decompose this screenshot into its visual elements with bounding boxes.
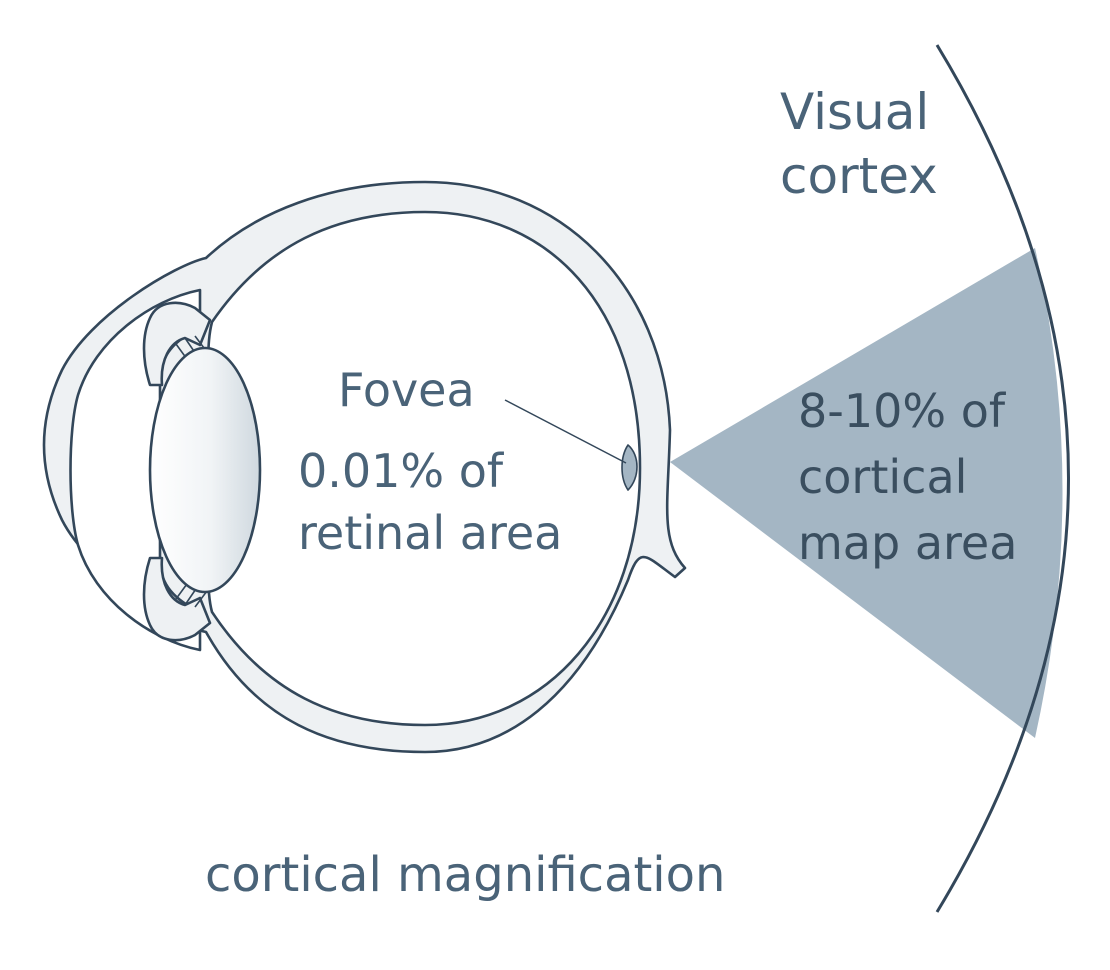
fovea-label: Fovea: [338, 363, 475, 417]
retinal-area-label: 0.01% of retinal area: [298, 444, 563, 560]
vitreous-chamber: [199, 210, 642, 727]
lens: [148, 346, 262, 594]
cortical-map-area-label: 8-10% of cortical map area: [798, 384, 1018, 570]
visual-cortex-label: Visual cortex: [780, 83, 938, 205]
visual-cortex-arc: [935, 44, 1070, 913]
ciliary-body-upper: [142, 301, 212, 387]
fovea-leader-line: [504, 399, 627, 464]
caption: cortical magnification: [205, 847, 726, 903]
eye-illustration: [42, 180, 687, 754]
projection-wedge: [670, 248, 1063, 738]
ciliary-body-lower: [142, 556, 212, 642]
fovea-pit: [621, 444, 638, 491]
